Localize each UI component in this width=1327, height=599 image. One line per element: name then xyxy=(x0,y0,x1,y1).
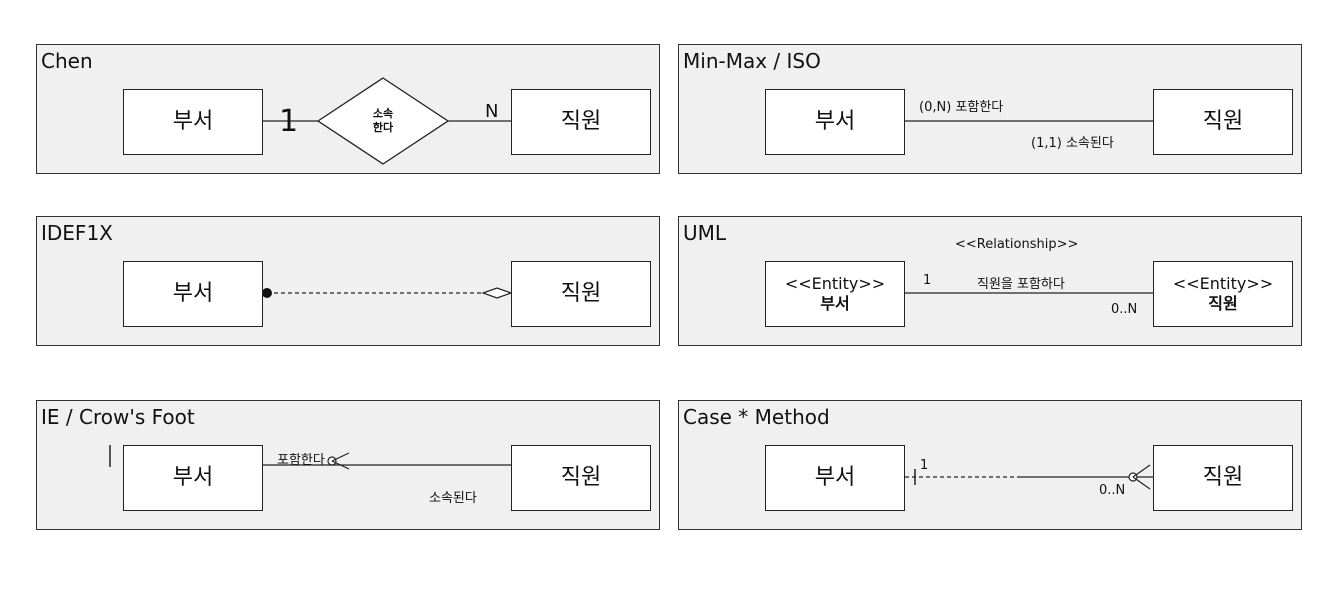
entity-name: 부서 xyxy=(172,109,214,134)
panel-title: UML xyxy=(683,221,727,245)
panel-title: IE / Crow's Foot xyxy=(41,405,195,429)
entity-employee[interactable]: 직원 xyxy=(511,445,651,511)
relationship-label-top: 포함한다 xyxy=(277,453,325,468)
entity-stereotype: <<Entity>> xyxy=(784,274,886,293)
entity-name: 부서 xyxy=(172,465,214,490)
minmax-connectors xyxy=(905,120,1153,122)
panel-title: Chen xyxy=(41,49,93,73)
multiplicity-right: 0..N xyxy=(1111,302,1138,317)
entity-name: 직원 xyxy=(1208,294,1238,313)
panel-title: Min-Max / ISO xyxy=(683,49,821,73)
entity-department[interactable]: 부서 xyxy=(123,445,263,511)
entity-stereotype: <<Entity>> xyxy=(1172,274,1274,293)
panel-crowsfoot: IE / Crow's Foot 부서 직원 포함한다 소속된다 xyxy=(36,400,660,530)
cardinality-right: 0..N xyxy=(1099,483,1126,498)
relationship-stereotype: <<Relationship>> xyxy=(955,237,1079,252)
cardinality-one: 1 xyxy=(279,104,299,139)
relationship-label-bottom: (1,1) 소속된다 xyxy=(1031,136,1114,151)
idef1x-connectors xyxy=(262,287,513,299)
relationship-label-bottom: 소속된다 xyxy=(429,491,477,506)
entity-employee[interactable]: 직원 xyxy=(1153,89,1293,155)
entity-name: 직원 xyxy=(560,465,602,490)
entity-department[interactable]: 부서 xyxy=(765,445,905,511)
entity-employee[interactable]: 직원 xyxy=(1153,445,1293,511)
casemethod-toe-lower xyxy=(1132,476,1151,490)
crowsfoot-toe-lower xyxy=(331,460,350,470)
cardinality-left: 1 xyxy=(920,458,929,473)
entity-department[interactable]: 부서 xyxy=(123,89,263,155)
panel-casemethod: Case * Method 부서 직원 1 0..N xyxy=(678,400,1302,530)
entity-employee[interactable]: <<Entity>> 직원 xyxy=(1153,261,1293,327)
crowsfoot-connectors xyxy=(109,445,511,470)
casemethod-toe-upper xyxy=(1132,464,1151,478)
entity-department[interactable]: <<Entity>> 부서 xyxy=(765,261,905,327)
relationship-label: 소속 한다 xyxy=(372,107,394,134)
chen-connectors xyxy=(263,77,511,165)
panel-title: IDEF1X xyxy=(41,221,113,245)
entity-employee[interactable]: 직원 xyxy=(511,89,651,155)
entity-name: 부서 xyxy=(814,109,856,134)
idef1x-dot-end xyxy=(262,288,272,298)
panel-minmax: Min-Max / ISO 부서 직원 (0,N) 포함한다 (1,1) 소속된… xyxy=(678,44,1302,174)
panel-chen: Chen 부서 직원 소속 한다 1 N xyxy=(36,44,660,174)
relationship-label-top: (0,N) 포함한다 xyxy=(919,100,1004,115)
panel-title: Case * Method xyxy=(683,405,830,429)
entity-name: 부서 xyxy=(814,465,856,490)
entity-name: 직원 xyxy=(1202,465,1244,490)
relationship-label: 직원을 포함하다 xyxy=(977,277,1065,292)
crowsfoot-toe-upper xyxy=(331,452,350,462)
entity-name: 직원 xyxy=(1202,109,1244,134)
entity-department[interactable]: 부서 xyxy=(123,261,263,327)
panel-idef1x: IDEF1X 부서 직원 xyxy=(36,216,660,346)
entity-name: 부서 xyxy=(820,294,850,313)
panel-uml: UML <<Relationship>> <<Entity>> 부서 <<Ent… xyxy=(678,216,1302,346)
uml-connectors xyxy=(905,292,1153,294)
idef1x-diamond-end xyxy=(481,287,513,299)
entity-name: 직원 xyxy=(560,281,602,306)
casemethod-connectors xyxy=(905,464,1153,490)
multiplicity-left: 1 xyxy=(923,273,932,288)
entity-name: 직원 xyxy=(560,109,602,134)
cardinality-many: N xyxy=(485,101,499,122)
entity-employee[interactable]: 직원 xyxy=(511,261,651,327)
entity-name: 부서 xyxy=(172,281,214,306)
entity-department[interactable]: 부서 xyxy=(765,89,905,155)
